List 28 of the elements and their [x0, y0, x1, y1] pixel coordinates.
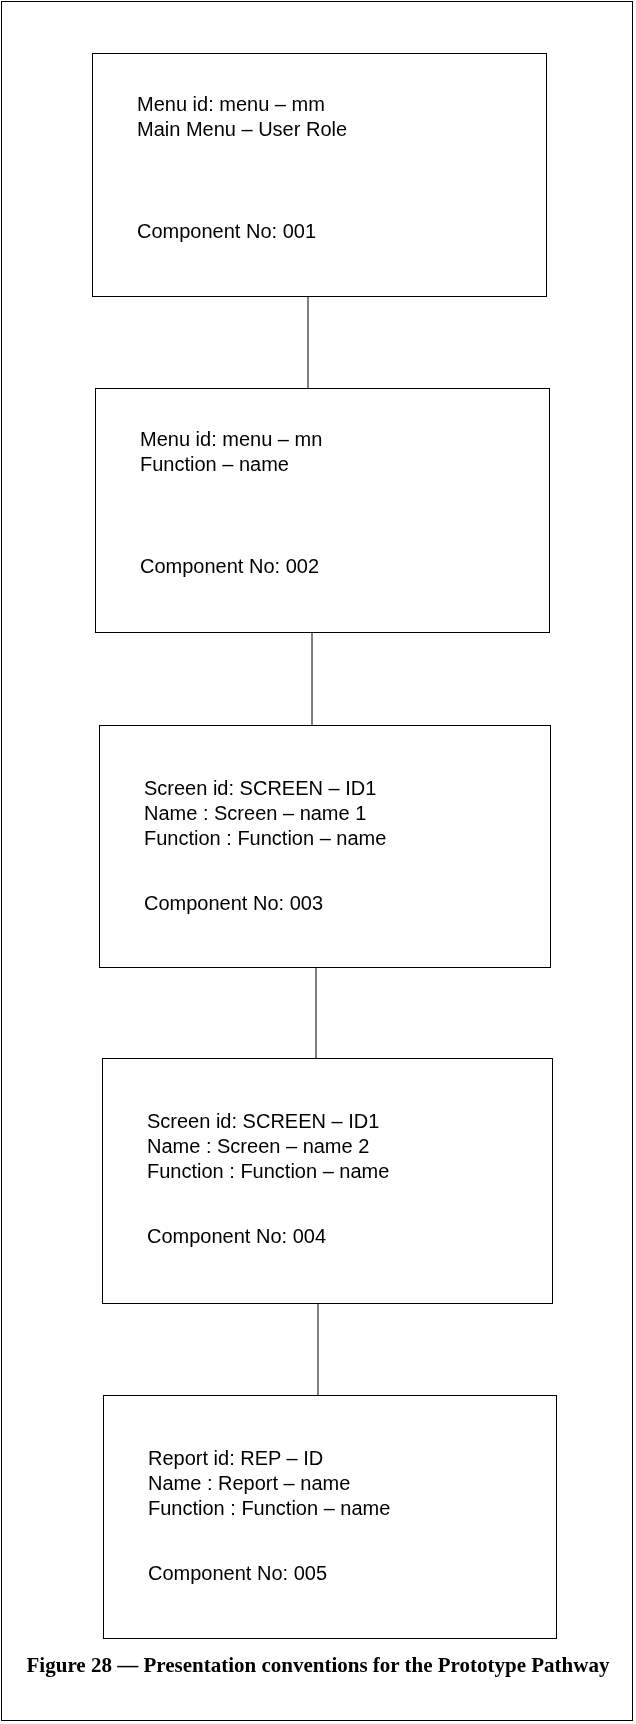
component-detail: Screen id: SCREEN – ID1: [147, 1109, 380, 1134]
component-number: Component No: 003: [144, 891, 323, 916]
component-detail: Function : Function – name: [148, 1496, 391, 1521]
component-box: [103, 1395, 557, 1639]
component-detail: Name : Report – name: [148, 1471, 351, 1496]
component-number: Component No: 004: [147, 1224, 326, 1249]
figure-caption: Figure 28 — Presentation conventions for the Prototype Pathway: [25, 1652, 611, 1678]
component-number: Component No: 002: [140, 554, 319, 579]
component-box: [92, 53, 547, 297]
connector-line: [311, 632, 313, 726]
connector-line: [307, 296, 309, 389]
component-number: Component No: 005: [148, 1561, 327, 1586]
component-box: [95, 388, 550, 633]
component-box: [99, 725, 551, 968]
component-detail: Function : Function – name: [147, 1159, 390, 1184]
component-detail: Report id: REP – ID: [148, 1446, 324, 1471]
component-detail: Name : Screen – name 2: [147, 1134, 370, 1159]
component-detail: Menu id: menu – mn: [140, 427, 323, 452]
component-detail: Screen id: SCREEN – ID1: [144, 776, 377, 801]
component-detail: Function – name: [140, 452, 289, 477]
component-box: [102, 1058, 553, 1304]
component-detail: Menu id: menu – mm: [137, 92, 325, 117]
component-detail: Name : Screen – name 1: [144, 801, 367, 826]
component-detail: Function : Function – name: [144, 826, 387, 851]
component-detail: Main Menu – User Role: [137, 117, 348, 142]
component-number: Component No: 001: [137, 219, 316, 244]
connector-line: [317, 1303, 319, 1396]
connector-line: [315, 967, 317, 1059]
